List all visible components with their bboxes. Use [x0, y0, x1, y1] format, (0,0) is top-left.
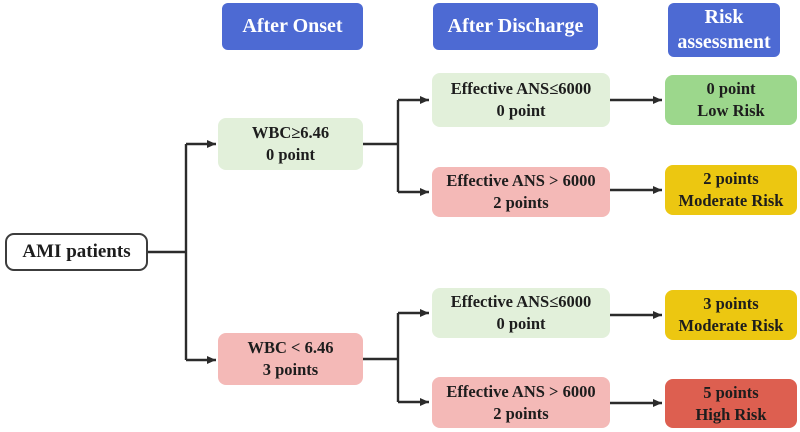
node-label-line1: WBC≥6.46 [251, 123, 330, 143]
node-label: AMI patients [22, 241, 131, 263]
node-label-line1: Effective ANS≤6000 [450, 79, 592, 99]
node-ans-low-bottom: Effective ANS≤6000 0 point [432, 288, 610, 338]
column-header-after-onset: After Onset [222, 3, 363, 50]
node-label-line2: 2 points [493, 193, 549, 212]
node-label-line1: 0 point [706, 79, 756, 99]
node-label-line2: 0 point [265, 145, 316, 164]
node-label-line2: 2 points [493, 403, 549, 423]
node-label-line1: 5 points [703, 382, 759, 402]
node-label-line1: 2 points [703, 169, 759, 189]
node-wbc-low: WBC < 6.46 3 points [218, 333, 363, 385]
node-label-line1: Effective ANS≤6000 [450, 292, 592, 312]
node-ans-low-top: Effective ANS≤6000 0 point [432, 73, 610, 127]
node-label-line2: Moderate Risk [678, 191, 784, 210]
node-ami-patients: AMI patients [5, 233, 148, 271]
node-risk-low: 0 point Low Risk [665, 75, 797, 125]
node-risk-high: 5 points High Risk [665, 379, 797, 428]
node-label-line2: 0 point [496, 101, 546, 120]
node-label-line2: 3 points [262, 360, 319, 379]
node-risk-moderate-2: 2 points Moderate Risk [665, 165, 797, 215]
node-label-line1: Effective ANS > 6000 [446, 171, 596, 191]
column-header-after-discharge: After Discharge [433, 3, 598, 50]
column-header-risk-assessment: Risk assessment [668, 3, 780, 57]
node-label-line2: High Risk [695, 404, 767, 424]
node-risk-moderate-3: 3 points Moderate Risk [665, 290, 797, 340]
node-label-line1: 3 points [703, 294, 759, 314]
node-label-line1: Effective ANS > 6000 [446, 381, 596, 401]
node-wbc-high: WBC≥6.46 0 point [218, 118, 363, 170]
node-label-line2: Moderate Risk [678, 316, 784, 335]
node-label-line1: WBC < 6.46 [247, 338, 334, 358]
node-label-line2: 0 point [496, 314, 546, 333]
node-ans-high-top: Effective ANS > 6000 2 points [432, 167, 610, 217]
node-label-line2: Low Risk [697, 101, 765, 120]
node-ans-high-bottom: Effective ANS > 6000 2 points [432, 377, 610, 428]
